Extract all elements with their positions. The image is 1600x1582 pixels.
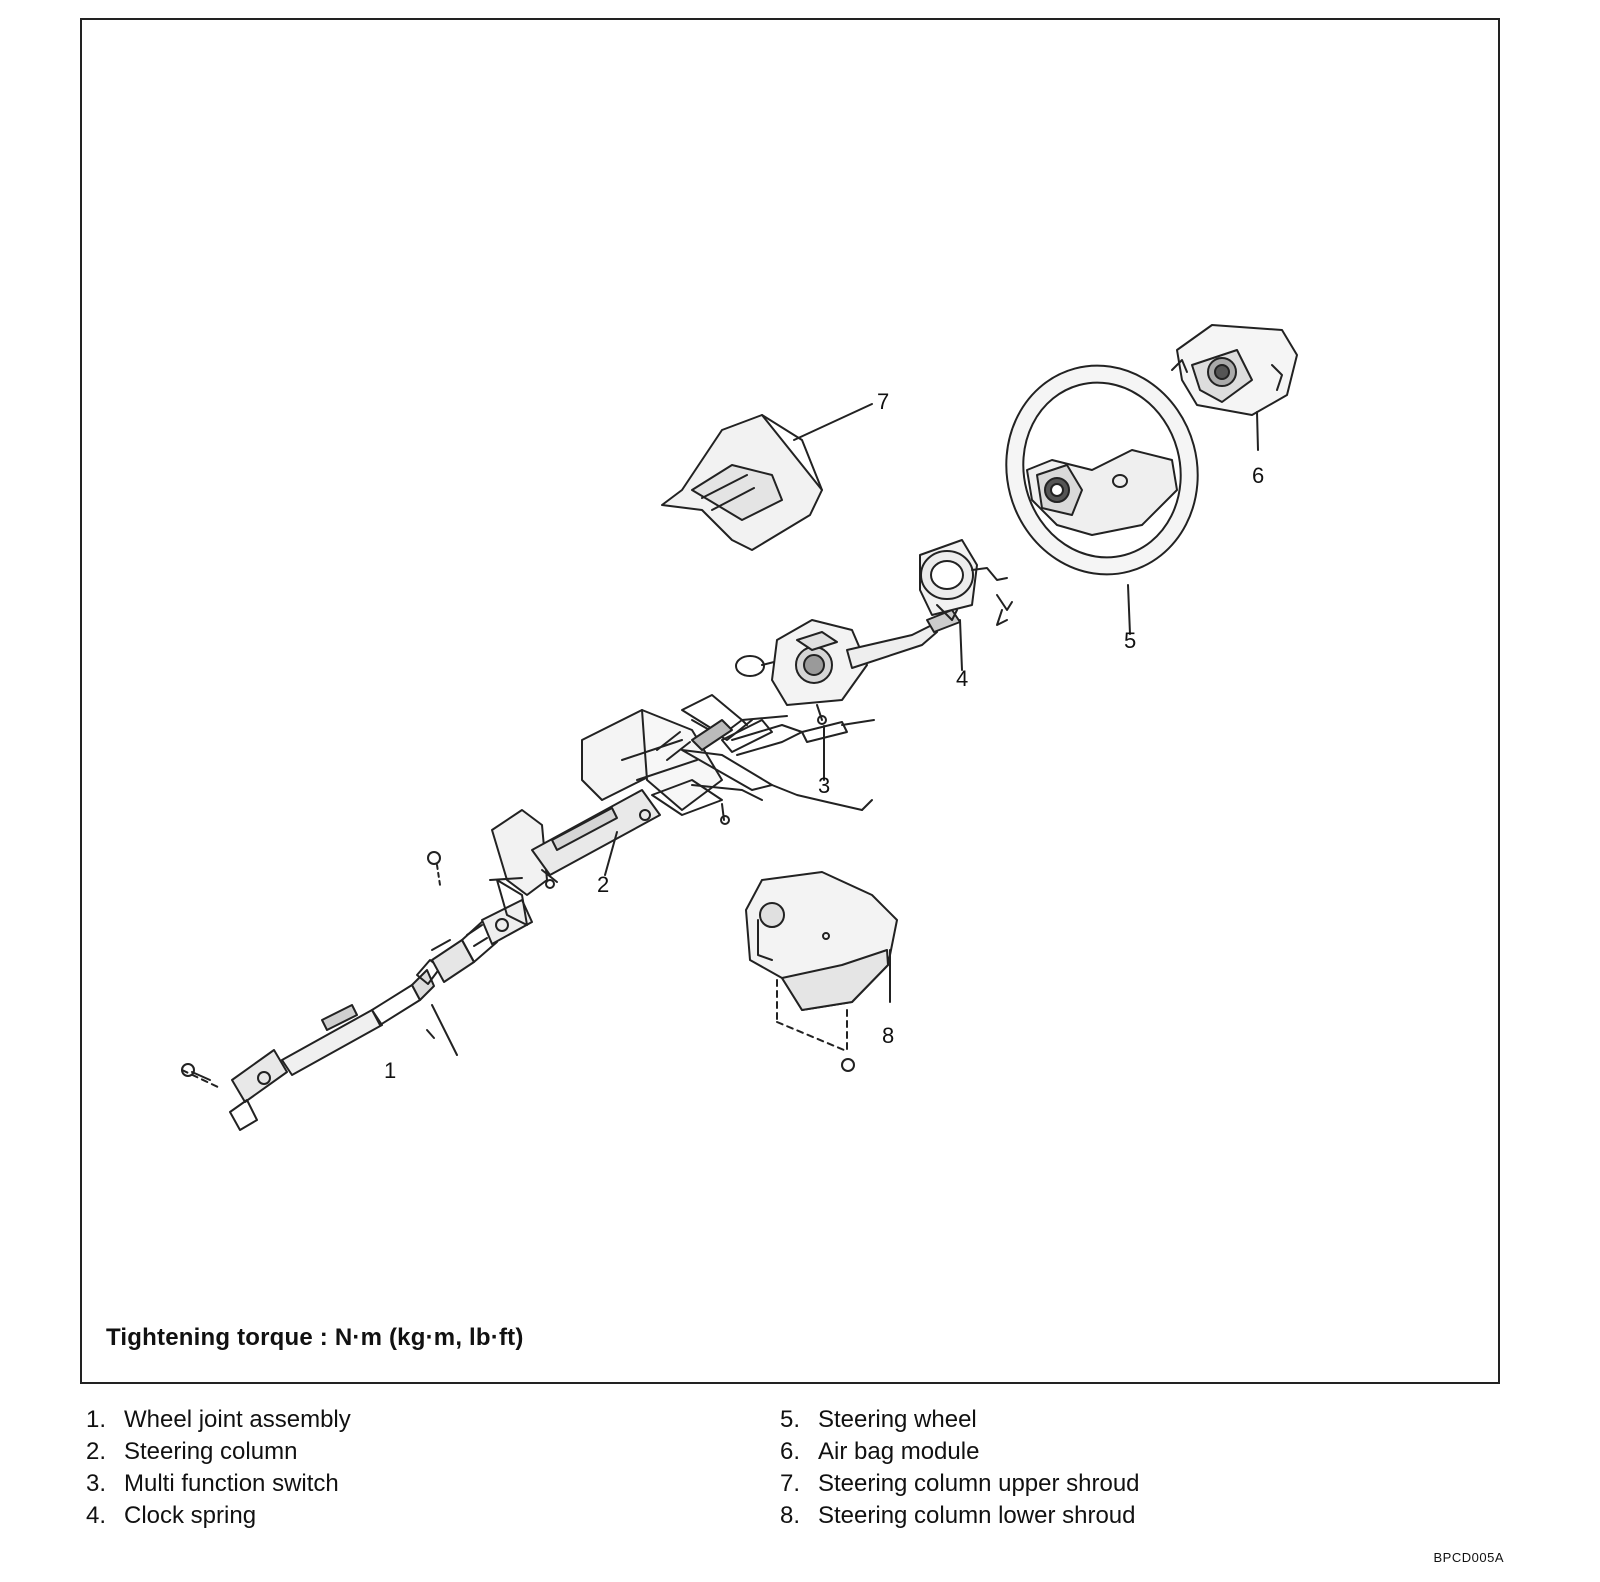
air-bag-module-drawing bbox=[1172, 325, 1297, 450]
legend-number: 6. bbox=[780, 1438, 801, 1465]
legend-number: 7. bbox=[780, 1470, 801, 1497]
clock-spring-drawing bbox=[920, 540, 1012, 670]
callout-6: 6 bbox=[1252, 463, 1264, 488]
legend-label: Steering wheel bbox=[818, 1406, 977, 1433]
wheel-joint-assembly-drawing bbox=[182, 852, 532, 1130]
legend-label: Steering column bbox=[124, 1438, 298, 1465]
legend-label: Steering column upper shroud bbox=[818, 1470, 1140, 1497]
legend-label: Air bag module bbox=[818, 1438, 980, 1465]
exploded-view-diagram: 1 2 3 4 5 6 7 8 bbox=[82, 20, 1502, 1386]
callout-3: 3 bbox=[818, 773, 830, 798]
legend-label: Wheel joint assembly bbox=[124, 1406, 351, 1433]
multi-function-switch-drawing bbox=[736, 610, 960, 780]
legend-left: 1. Wheel joint assembly 2. Steering colu… bbox=[86, 1404, 351, 1532]
legend-right: 5. Steering wheel 6. Air bag module 7. S… bbox=[780, 1404, 1140, 1532]
legend-item: 8. Steering column lower shroud bbox=[780, 1500, 1140, 1532]
callout-5: 5 bbox=[1124, 628, 1136, 653]
legend-item: 5. Steering wheel bbox=[780, 1404, 1140, 1436]
legend-item: 1. Wheel joint assembly bbox=[86, 1404, 351, 1436]
callout-2: 2 bbox=[597, 872, 609, 897]
legend-label: Clock spring bbox=[124, 1502, 257, 1529]
legend-number: 1. bbox=[86, 1406, 107, 1433]
legend-number: 2. bbox=[86, 1438, 107, 1465]
figure-code: BPCD005A bbox=[1433, 1550, 1504, 1565]
steering-column-drawing bbox=[490, 695, 874, 925]
legend-item: 4. Clock spring bbox=[86, 1500, 351, 1532]
legend-item: 2. Steering column bbox=[86, 1436, 351, 1468]
legend-number: 8. bbox=[780, 1502, 801, 1529]
callout-8: 8 bbox=[882, 1023, 894, 1048]
steering-wheel-drawing bbox=[983, 344, 1221, 634]
legend-label: Multi function switch bbox=[124, 1470, 339, 1497]
callout-7: 7 bbox=[877, 389, 889, 414]
callout-4: 4 bbox=[956, 666, 968, 691]
legend-item: 6. Air bag module bbox=[780, 1436, 1140, 1468]
legend-item: 3. Multi function switch bbox=[86, 1468, 351, 1500]
torque-note: Tightening torque : N·m (kg·m, lb·ft) bbox=[106, 1324, 524, 1351]
diagram-frame: 1 2 3 4 5 6 7 8 Tightening torque : N·m … bbox=[80, 18, 1500, 1384]
legend-item: 7. Steering column upper shroud bbox=[780, 1468, 1140, 1500]
callout-1: 1 bbox=[384, 1058, 396, 1083]
legend-label: Steering column lower shroud bbox=[818, 1502, 1136, 1529]
lower-shroud-drawing bbox=[746, 872, 897, 1071]
upper-shroud-drawing bbox=[662, 404, 872, 550]
legend-number: 5. bbox=[780, 1406, 801, 1433]
legend-number: 3. bbox=[86, 1470, 107, 1497]
legend-number: 4. bbox=[86, 1502, 107, 1529]
